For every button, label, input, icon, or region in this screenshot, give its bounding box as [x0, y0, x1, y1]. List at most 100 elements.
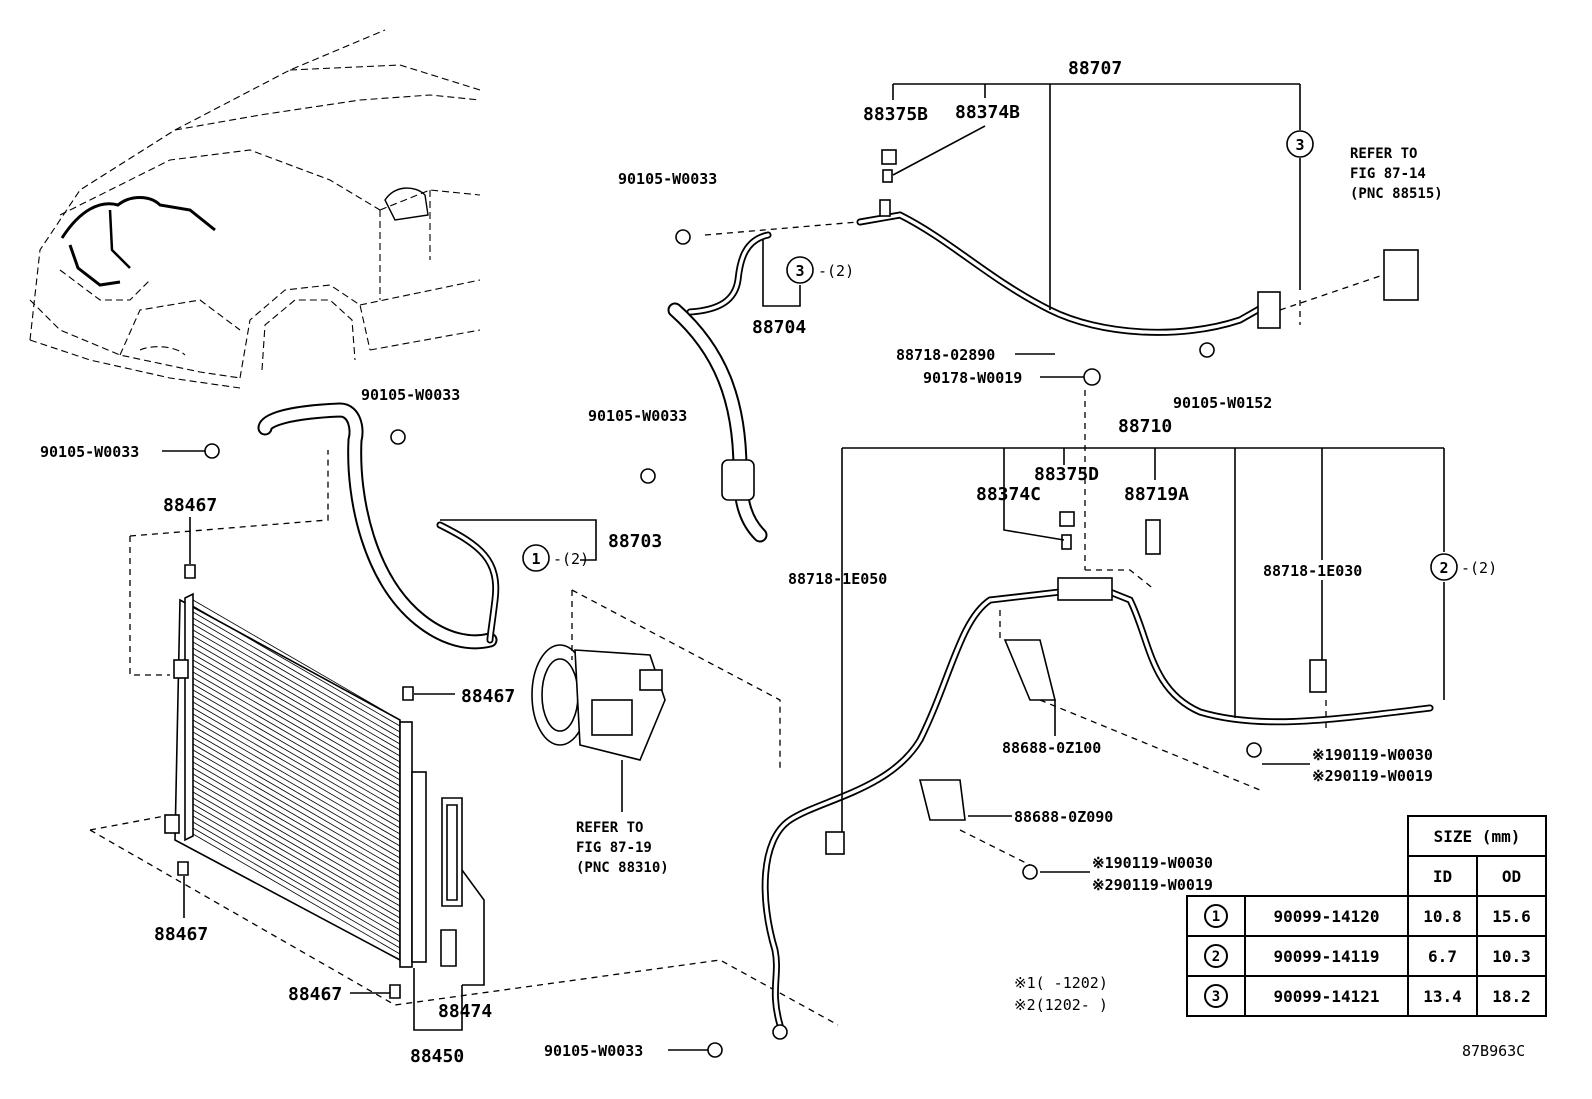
condenser-fin: [192, 779, 401, 901]
condenser-fin: [192, 719, 401, 841]
ref-ev-line1: REFER TO: [1350, 146, 1417, 162]
condenser-fin: [192, 665, 401, 787]
condenser-fin: [192, 713, 401, 835]
label-90105-w0033-bottom: 90105-W0033: [544, 1042, 643, 1060]
ref-comp-line1: REFER TO: [576, 820, 643, 836]
condenser-88450[interactable]: [164, 592, 463, 968]
part-labels: 88707 88375B 88374B 90105-W0033 88704 88…: [40, 58, 1433, 1067]
compressor[interactable]: [531, 644, 666, 812]
label-88467-b: 88467: [461, 686, 515, 707]
hose-size-table: SIZE (mm) ID OD 1 90099-14120 10.8 15.6 …: [1186, 815, 1547, 1017]
condenser-fin: [192, 611, 401, 733]
table-row: 1 90099-14120 10.8 15.6: [1186, 895, 1547, 937]
label-90105-w0033-mid: 90105-W0033: [588, 407, 687, 425]
marker-3-a: 3: [1295, 136, 1304, 154]
label-88688-0z090: 88688-0Z090: [1014, 808, 1113, 826]
condenser-fin: [192, 785, 401, 907]
bolts: [204, 229, 1262, 1058]
marker-3-qty: -(2): [818, 262, 854, 280]
condenser-fin: [192, 629, 401, 751]
suction-hose-88704[interactable]: [667, 231, 772, 543]
label-290119-w0019-b: ※290119-W0019: [1092, 876, 1213, 894]
refer-to-expansion-valve: REFER TO FIG 87-14 (PNC 88515): [1350, 146, 1443, 202]
footnote-1: ※1( -1202): [1014, 974, 1108, 992]
marker-2: 2: [1439, 559, 1448, 577]
row-id: 6.7: [1407, 935, 1478, 977]
col-od: OD: [1476, 855, 1547, 897]
row-od: 10.3: [1476, 935, 1547, 977]
label-88374c: 88374C: [976, 484, 1041, 505]
label-88718-1e050: 88718-1E050: [788, 570, 887, 588]
label-88467-d: 88467: [288, 984, 342, 1005]
label-88719a: 88719A: [1124, 484, 1189, 505]
condenser-fin: [192, 677, 401, 799]
label-88450: 88450: [410, 1046, 464, 1067]
refer-to-compressor: REFER TO FIG 87-19 (PNC 88310): [576, 820, 669, 876]
label-90105-w0152: 90105-W0152: [1173, 394, 1272, 412]
col-id: ID: [1407, 855, 1478, 897]
label-88467-a: 88467: [163, 495, 217, 516]
label-88374b: 88374B: [955, 102, 1020, 123]
condenser-fin: [192, 743, 401, 865]
label-88707: 88707: [1068, 58, 1122, 79]
leader-lines: [162, 83, 1445, 1051]
row-mark: 1: [1204, 904, 1228, 928]
condenser-fin: [192, 725, 401, 847]
marker-3-b: 3: [795, 262, 804, 280]
condenser-fin: [192, 701, 401, 823]
marker-1-qty: -(2): [553, 550, 589, 568]
label-88688-0z100: 88688-0Z100: [1002, 739, 1101, 757]
row-od: 15.6: [1476, 895, 1547, 937]
label-290119-w0019-a: ※290119-W0019: [1312, 767, 1433, 785]
ref-ev-line3: (PNC 88515): [1350, 186, 1443, 202]
condenser-fin: [192, 599, 401, 721]
vehicle-outline: [29, 29, 481, 389]
footnote-2: ※2(1202- ): [1014, 996, 1108, 1014]
condenser-fin: [192, 749, 401, 871]
condenser-fin: [192, 683, 401, 805]
condenser-fin: [192, 797, 401, 919]
size-table-subheader: ID OD: [1187, 855, 1547, 897]
condenser-fin: [192, 641, 401, 763]
label-88467-c: 88467: [154, 924, 208, 945]
condenser-fin: [192, 833, 401, 955]
condenser-fin: [192, 821, 401, 943]
discharge-hose[interactable]: [257, 402, 500, 650]
label-90178-w0019: 90178-W0019: [923, 369, 1022, 387]
pipe-88710[interactable]: [761, 511, 1434, 1029]
condenser-fin: [192, 659, 401, 781]
condenser-fin: [192, 731, 401, 853]
label-190119-w0030-b: ※190119-W0030: [1092, 854, 1213, 872]
condenser-fin: [192, 617, 401, 739]
condenser-fin: [192, 803, 401, 925]
circled-markers: 3 3 -(2) 1 -(2) 2 -(2): [522, 130, 1497, 581]
condenser-fin: [192, 755, 401, 877]
row-mark: 3: [1204, 984, 1228, 1008]
label-88710: 88710: [1118, 416, 1172, 437]
row-id: 13.4: [1407, 975, 1478, 1017]
label-90105-w0033-hose: 90105-W0033: [40, 443, 139, 461]
condenser-fin: [192, 761, 401, 883]
condenser-fin: [192, 671, 401, 793]
label-88718-02890: 88718-02890: [896, 346, 995, 364]
condenser-fin: [192, 773, 401, 895]
label-88474: 88474: [438, 1001, 492, 1022]
marker-1: 1: [531, 550, 540, 568]
condenser-fin: [192, 815, 401, 937]
row-id: 10.8: [1407, 895, 1478, 937]
label-90105-w0033-left: 90105-W0033: [361, 386, 460, 404]
ref-comp-line3: (PNC 88310): [576, 860, 669, 876]
row-od: 18.2: [1476, 975, 1547, 1017]
ref-ev-line2: FIG 87-14: [1350, 166, 1426, 182]
row-part: 90099-14120: [1244, 895, 1409, 937]
pipe-88707[interactable]: [856, 149, 1419, 336]
label-90105-w0033-top: 90105-W0033: [618, 170, 717, 188]
condenser-fin: [192, 623, 401, 745]
row-part: 90099-14119: [1244, 935, 1409, 977]
condenser-fin: [192, 647, 401, 769]
condenser-fin: [192, 605, 401, 727]
condenser-fin: [192, 635, 401, 757]
row-mark: 2: [1204, 944, 1228, 968]
label-190119-w0030-a: ※190119-W0030: [1312, 746, 1433, 764]
